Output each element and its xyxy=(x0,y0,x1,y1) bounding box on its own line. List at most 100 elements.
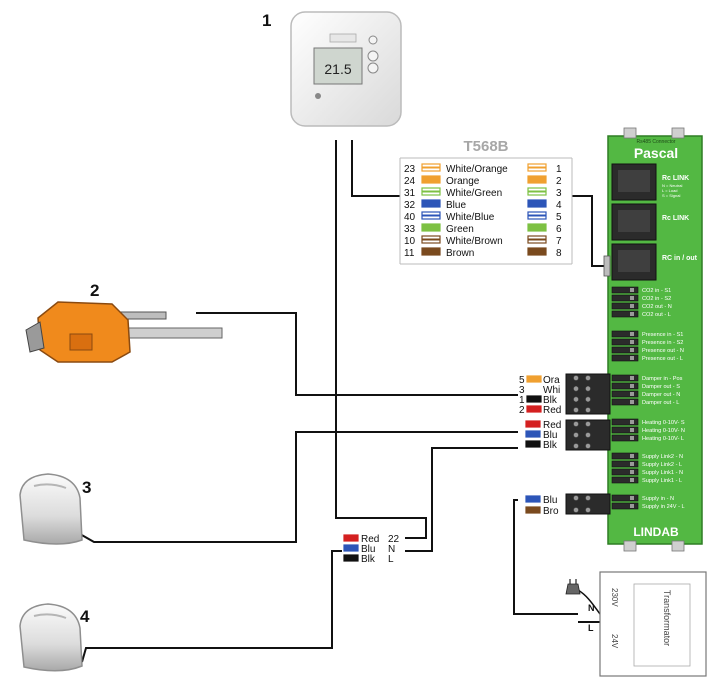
terminal-label-19: Supply in - N xyxy=(642,496,674,502)
heating-block-screw-b-1[interactable] xyxy=(585,432,591,438)
heating-wire-swatch-1 xyxy=(525,430,541,438)
t568b-swatch-right-5 xyxy=(527,223,547,232)
damper-block-screw-b-3[interactable] xyxy=(585,407,591,413)
damper-block-screw-b-0[interactable] xyxy=(585,375,591,381)
terminal-screw-16[interactable] xyxy=(611,460,639,468)
t568b-color-name-2: White/Green xyxy=(446,188,502,199)
terminal-screw-head-7 xyxy=(630,356,634,360)
terminal-screw-head-2 xyxy=(630,304,634,308)
terminal-screw-9[interactable] xyxy=(611,382,639,390)
damper-wire-num-2: 1 xyxy=(519,395,525,406)
terminal-label-0: CO2 in - S1 xyxy=(642,288,671,294)
terminal-label-3: CO2 out - L xyxy=(642,312,671,318)
terminal-screw-10[interactable] xyxy=(611,390,639,398)
t568b-term-2: 31 xyxy=(404,188,416,199)
terminal-label-5: Presence in - S2 xyxy=(642,340,683,346)
thermostat-screen xyxy=(313,47,363,85)
terminal-screw-2[interactable] xyxy=(611,302,639,310)
terminal-screw-head-10 xyxy=(630,392,634,396)
wire-thermostat-rc xyxy=(351,140,400,197)
supply-block-screw-b-1[interactable] xyxy=(585,507,591,513)
terminal-screw-13[interactable] xyxy=(611,426,639,434)
supply-block-screw-1[interactable] xyxy=(573,507,579,513)
terminal-screw-7[interactable] xyxy=(611,354,639,362)
transformer-title: Transformator xyxy=(662,590,672,646)
terminal-label-20: Supply in 24V - L xyxy=(642,504,685,510)
terminal-screw-head-4 xyxy=(630,332,634,336)
heating-wire-label-2: Blk xyxy=(543,440,558,451)
controller-terminals: CO2 in - S1 CO2 in - S2 CO2 out - N CO2 out… xyxy=(611,286,685,510)
heating-block-screw-b-0[interactable] xyxy=(585,421,591,427)
terminal-label-12: Heating 0-10V- S xyxy=(642,420,685,426)
t568b-swatch-right-1 xyxy=(527,175,547,184)
t568b-term-5: 33 xyxy=(404,224,416,235)
valve-wire-term-1: N xyxy=(388,544,395,555)
rj45-port-label-2: RC in / out xyxy=(662,255,698,262)
terminal-label-16: Supply Link2 - L xyxy=(642,462,682,468)
heating-block-screw-1[interactable] xyxy=(573,432,579,438)
terminal-screw-head-17 xyxy=(630,470,634,474)
damper-block-screw-1[interactable] xyxy=(573,386,579,392)
controller-clip-bottom-right xyxy=(671,540,685,552)
terminal-label-13: Heating 0-10V- N xyxy=(642,428,685,434)
transformer-secondary: 24V xyxy=(610,634,619,649)
t568b-swatch-right-3 xyxy=(527,199,547,208)
terminal-screw-14[interactable] xyxy=(611,434,639,442)
damper-mount-bar xyxy=(117,327,223,339)
terminal-screw-3[interactable] xyxy=(611,310,639,318)
damper-block-screw-2[interactable] xyxy=(573,396,579,402)
terminal-screw-18[interactable] xyxy=(611,476,639,484)
thermostat-power-button[interactable] xyxy=(368,35,378,45)
terminal-screw-0[interactable] xyxy=(611,286,639,294)
terminal-label-15: Supply Link2 - N xyxy=(642,454,683,460)
damper-block-screw-0[interactable] xyxy=(573,375,579,381)
terminal-label-1: CO2 in - S2 xyxy=(642,296,671,302)
thermostat-down-button[interactable] xyxy=(367,62,379,74)
damper-wire-label-3: Red xyxy=(543,405,561,416)
damper-wire-num-0: 5 xyxy=(519,375,525,386)
terminal-screw-17[interactable] xyxy=(611,468,639,476)
terminal-screw-15[interactable] xyxy=(611,452,639,460)
thermal-actuator-4 xyxy=(19,603,83,672)
terminal-screw-12[interactable] xyxy=(611,418,639,426)
wire-actuator-4 xyxy=(81,550,342,663)
terminal-screw-11[interactable] xyxy=(611,398,639,406)
terminal-screw-head-0 xyxy=(630,288,634,292)
damper-wire-swatch-1 xyxy=(526,385,542,393)
terminal-screw-1[interactable] xyxy=(611,294,639,302)
terminal-screw-head-8 xyxy=(630,376,634,380)
transformer-n: N xyxy=(588,603,595,613)
heating-block-screw-2[interactable] xyxy=(573,443,579,449)
heating-block-screw-b-2[interactable] xyxy=(585,443,591,449)
damper-block-screw-b-2[interactable] xyxy=(585,396,591,402)
t568b-swatch-left-2-stripe xyxy=(422,190,440,193)
valve-wire-term-2: L xyxy=(388,554,394,565)
terminal-screw-4[interactable] xyxy=(611,330,639,338)
thermostat-label-plate xyxy=(329,33,357,43)
damper-block-screw-b-1[interactable] xyxy=(585,386,591,392)
rj45-port-socket-1 xyxy=(618,210,650,232)
damper-wire-label-2: Blk xyxy=(543,395,558,406)
wire-damper xyxy=(196,312,518,396)
terminal-screw-19[interactable] xyxy=(611,494,639,502)
thermostat-logo-icon xyxy=(315,93,321,99)
terminal-screw-5[interactable] xyxy=(611,338,639,346)
supply-block-screw-0[interactable] xyxy=(573,495,579,501)
thermostat-up-button[interactable] xyxy=(367,50,379,62)
t568b-pin-7: 8 xyxy=(556,248,562,259)
terminal-screw-20[interactable] xyxy=(611,502,639,510)
terminal-screw-6[interactable] xyxy=(611,346,639,354)
terminal-screw-head-6 xyxy=(630,348,634,352)
terminal-label-2: CO2 out - N xyxy=(642,304,672,310)
heating-block-screw-0[interactable] xyxy=(573,421,579,427)
t568b-pin-2: 3 xyxy=(556,188,562,199)
supply-block-screw-b-0[interactable] xyxy=(585,495,591,501)
terminal-screw-head-20 xyxy=(630,504,634,508)
t568b-swatch-right-7 xyxy=(527,247,547,256)
t568b-term-1: 24 xyxy=(404,176,416,187)
terminal-screw-8[interactable] xyxy=(611,374,639,382)
terminal-label-8: Damper in - Pos xyxy=(642,376,683,382)
damper-block-screw-3[interactable] xyxy=(573,407,579,413)
